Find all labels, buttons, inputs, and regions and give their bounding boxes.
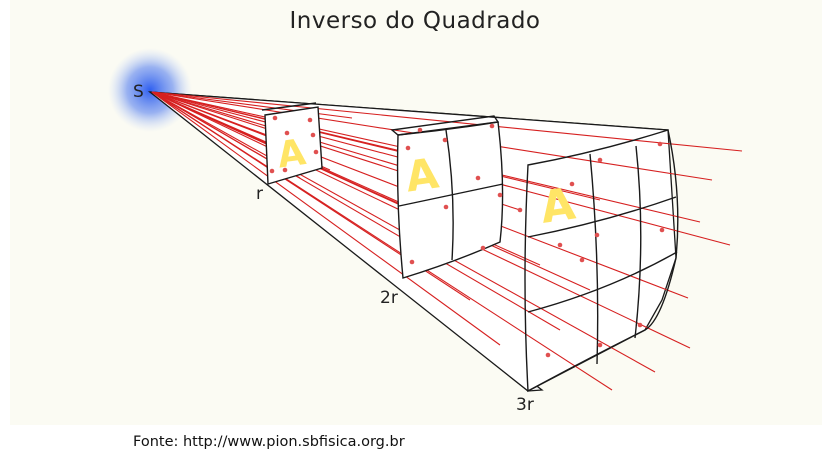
- ray-dot: [489, 123, 495, 129]
- ray-dot: [657, 141, 663, 147]
- ray-dot: [557, 242, 563, 248]
- ray-dot: [442, 137, 448, 143]
- ray-dot: [497, 192, 503, 198]
- ray-dot: [293, 147, 299, 153]
- area-2r-gridline-h: [398, 183, 504, 207]
- ray-dot: [475, 175, 481, 181]
- ray-dot: [284, 130, 290, 136]
- ray-dot: [409, 259, 415, 265]
- inverse-square-diagram: A A A S r 2r 3r: [108, 48, 743, 415]
- area-letter-2r: A: [402, 148, 441, 201]
- ray-dot: [637, 322, 643, 328]
- source-caption: Fonte: http://www.pion.sbfisica.org.br: [133, 434, 405, 450]
- area-r: [261, 102, 323, 185]
- ray-dot: [282, 167, 288, 173]
- area-r-top-bar: [261, 102, 317, 111]
- ray-dot: [579, 257, 585, 263]
- ray-dot: [427, 177, 433, 183]
- ray-dot: [594, 232, 600, 238]
- ray-dot: [597, 157, 603, 163]
- ray-dot: [545, 352, 551, 358]
- area-2r-top-bar: [390, 115, 500, 136]
- distance-label-3r: 3r: [516, 395, 534, 415]
- ray-dot: [272, 115, 278, 121]
- ray-dots: [269, 115, 665, 358]
- area-letter-r: A: [275, 132, 308, 176]
- ray-dot: [443, 204, 449, 210]
- area-3r: [524, 129, 679, 393]
- area-2r: [390, 115, 504, 279]
- area-letter-3r: A: [537, 179, 578, 234]
- ray-dot: [310, 132, 316, 138]
- ray-dot: [405, 145, 411, 151]
- light-ray: [151, 91, 281, 141]
- light-ray: [151, 91, 501, 346]
- ray-dot: [569, 181, 575, 187]
- area-3r-gridline-h2: [527, 251, 678, 313]
- light-ray: [151, 91, 601, 201]
- ray-dot: [417, 127, 423, 133]
- ray-dot: [313, 149, 319, 155]
- light-ray: [151, 91, 743, 152]
- area-3r-gridline-v2: [634, 145, 642, 339]
- distance-label-2r: 2r: [380, 288, 398, 308]
- source-label: S: [133, 82, 144, 102]
- ray-dot: [269, 168, 275, 174]
- source-glow: [108, 48, 192, 132]
- area-r-outline: [264, 106, 323, 185]
- ray-dot: [307, 117, 313, 123]
- ray-dot: [597, 342, 603, 348]
- area-3r-gridline-h1: [527, 196, 677, 238]
- area-3r-gridline-v1: [589, 153, 599, 365]
- ray-dot: [480, 245, 486, 251]
- ray-dot: [517, 207, 523, 213]
- area-3r-outline: [524, 129, 679, 393]
- diagram-title: Inverso do Quadrado: [289, 8, 541, 34]
- distance-label-r: r: [256, 184, 263, 204]
- ray-dot: [659, 227, 665, 233]
